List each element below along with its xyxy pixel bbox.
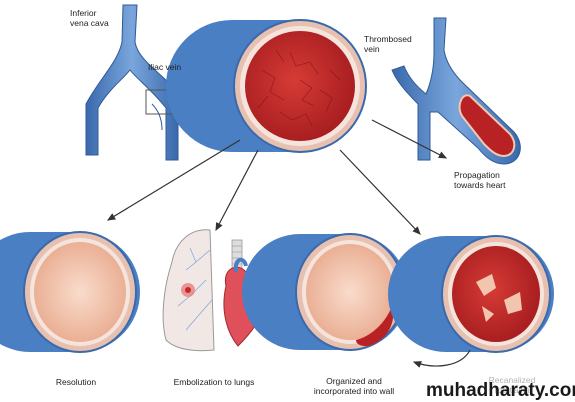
label-organized-2: incorporated into wall: [314, 386, 394, 396]
label-recanalized-1: Recanalized: [489, 375, 536, 385]
recanal-channel-3: [482, 306, 494, 322]
label-organized-1: Organized and: [326, 376, 382, 386]
watermark: muhadharaty.com: [426, 380, 575, 401]
organized-cross-section: [242, 233, 408, 351]
arrow-to-propagation: [371, 119, 448, 159]
label-embolization: Embolization to lungs: [174, 377, 255, 387]
arrow-to-embolization: [215, 149, 259, 232]
label-thrombosed-vein-1: Thrombosed: [364, 34, 412, 44]
label-thrombosed-vein-2: vein: [364, 44, 380, 54]
arrow-to-resolution: [106, 139, 241, 221]
label-recanalized-2: (partially): [495, 385, 530, 395]
recanal-channel-1: [476, 274, 496, 296]
thrombosed-vein-cross-section: [166, 19, 367, 153]
label-propagation-2: towards heart: [454, 180, 506, 190]
arrow-to-recanalized: [339, 149, 421, 235]
label-propagation-1: Propagation: [454, 170, 500, 180]
resolution-cross-section: [0, 231, 140, 353]
recanalized-cross-section: [388, 235, 554, 353]
organized-thrombus: [356, 306, 394, 347]
label-resolution: Resolution: [56, 377, 96, 387]
propagating-thrombus: [458, 94, 516, 158]
label-inferior-vena-cava-1: Inferior: [70, 8, 97, 18]
thrombus-fill: [245, 31, 355, 141]
fate-arrows: [106, 119, 471, 368]
label-iliac-vein: Iliac vein: [148, 62, 181, 72]
arrow-to-organized: [412, 349, 471, 368]
recanal-channel-2: [504, 292, 522, 314]
vein-tree-right: [391, 17, 521, 165]
label-inferior-vena-cava-2: vena cava: [70, 18, 109, 28]
